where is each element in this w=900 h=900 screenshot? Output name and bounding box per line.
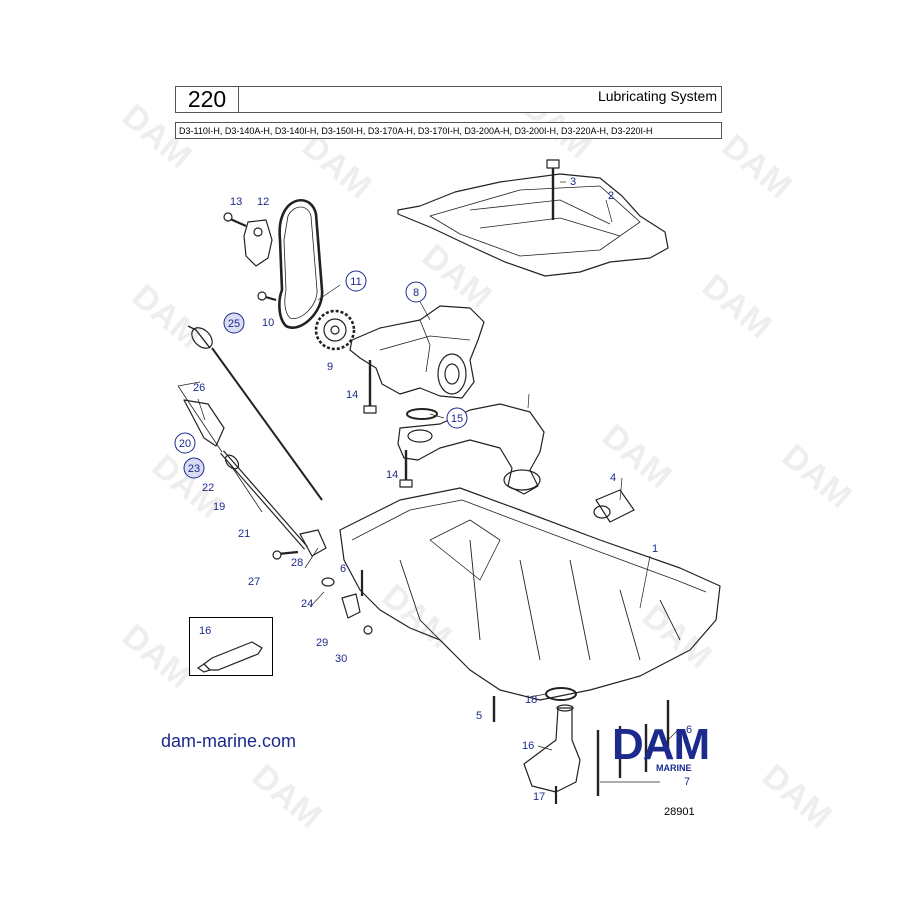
part-label-14: 14 [386, 469, 398, 481]
part-label-7: 7 [684, 776, 690, 788]
watermark-text: DAM [595, 417, 679, 496]
part-label-layer: 1234566789101112131414151617181920212223… [174, 176, 692, 803]
sprocket-shape [314, 309, 356, 351]
watermark-text: DAM [635, 597, 719, 676]
part-label-21: 21 [238, 528, 250, 540]
part-label-16: 16 [522, 740, 534, 752]
watermark-text: DAM [145, 447, 229, 526]
part-label-22: 22 [202, 482, 214, 494]
timing-chain-shape [278, 198, 324, 329]
part-23-callout-circle [183, 457, 205, 479]
part-label-12: 12 [257, 196, 269, 208]
part-label-15: 15 [451, 413, 463, 425]
baffle-plate-shape [397, 173, 669, 277]
part-label-1: 1 [652, 543, 658, 555]
part-label-19: 19 [213, 501, 225, 513]
oil-pickup-shape [397, 403, 545, 495]
section-title: Lubricating System [597, 88, 717, 104]
watermark-text: DAM [245, 757, 329, 836]
oil-pump-shape [349, 305, 485, 399]
part-label-14: 14 [346, 389, 358, 401]
chain-tensioner-shape [243, 219, 273, 267]
part-label-29: 29 [316, 637, 328, 649]
part-label-24: 24 [301, 598, 313, 610]
part-label-6: 6 [340, 563, 346, 575]
oil-pan-shape [339, 487, 721, 701]
watermark-text: DAM [775, 437, 859, 516]
part-25-callout-circle [223, 312, 245, 334]
watermark-text: DAM [695, 267, 779, 346]
section-number: 220 [176, 87, 239, 112]
part-label-28: 28 [291, 557, 303, 569]
part-20-callout-circle [174, 432, 196, 454]
part-label-26: 26 [193, 382, 205, 394]
part-label-3: 3 [570, 176, 576, 188]
model-list: D3-110I-H, D3-140A-H, D3-140I-H, D3-150I… [175, 122, 722, 139]
part-label-27: 27 [248, 576, 260, 588]
website-link[interactable]: dam-marine.com [161, 731, 297, 751]
watermark-text: DAM [415, 237, 499, 316]
part-label-13: 13 [230, 196, 242, 208]
watermark-text: DAM [715, 127, 799, 206]
watermark-text: DAM [115, 617, 199, 696]
part-11-callout-circle [345, 270, 367, 292]
part-label-17: 17 [533, 791, 545, 803]
part-label-11: 11 [350, 276, 361, 288]
oil-filter-shape [595, 489, 635, 523]
sealant-inset: 16 [189, 617, 273, 676]
inset-label: 16 [199, 625, 211, 637]
dipstick-shape [211, 347, 323, 501]
part-label-8: 8 [413, 287, 419, 299]
drawing-number: 28901 [664, 806, 695, 818]
watermark-text: DAM [755, 757, 839, 836]
dam-logo: DAM [612, 720, 710, 769]
part-label-20: 20 [179, 438, 191, 450]
part-label-10: 10 [262, 317, 274, 329]
part-label-23: 23 [188, 463, 200, 475]
part-label-4: 4 [610, 472, 616, 484]
part-label-2: 2 [608, 190, 614, 202]
part-label-25: 25 [228, 318, 240, 330]
part-label-9: 9 [327, 361, 333, 373]
part-15-callout-circle [446, 407, 468, 429]
dam-logo-subtext: MARINE [656, 763, 692, 773]
sealant-tube-drawing: 16 [196, 625, 263, 673]
part-label-6: 6 [686, 724, 692, 736]
part-8-callout-circle [405, 281, 427, 303]
part-label-5: 5 [476, 710, 482, 722]
part-label-30: 30 [335, 653, 347, 665]
part-label-18: 18 [525, 694, 537, 706]
section-header: 220 Lubricating System [175, 86, 722, 113]
watermark-text: DAM [375, 577, 459, 656]
